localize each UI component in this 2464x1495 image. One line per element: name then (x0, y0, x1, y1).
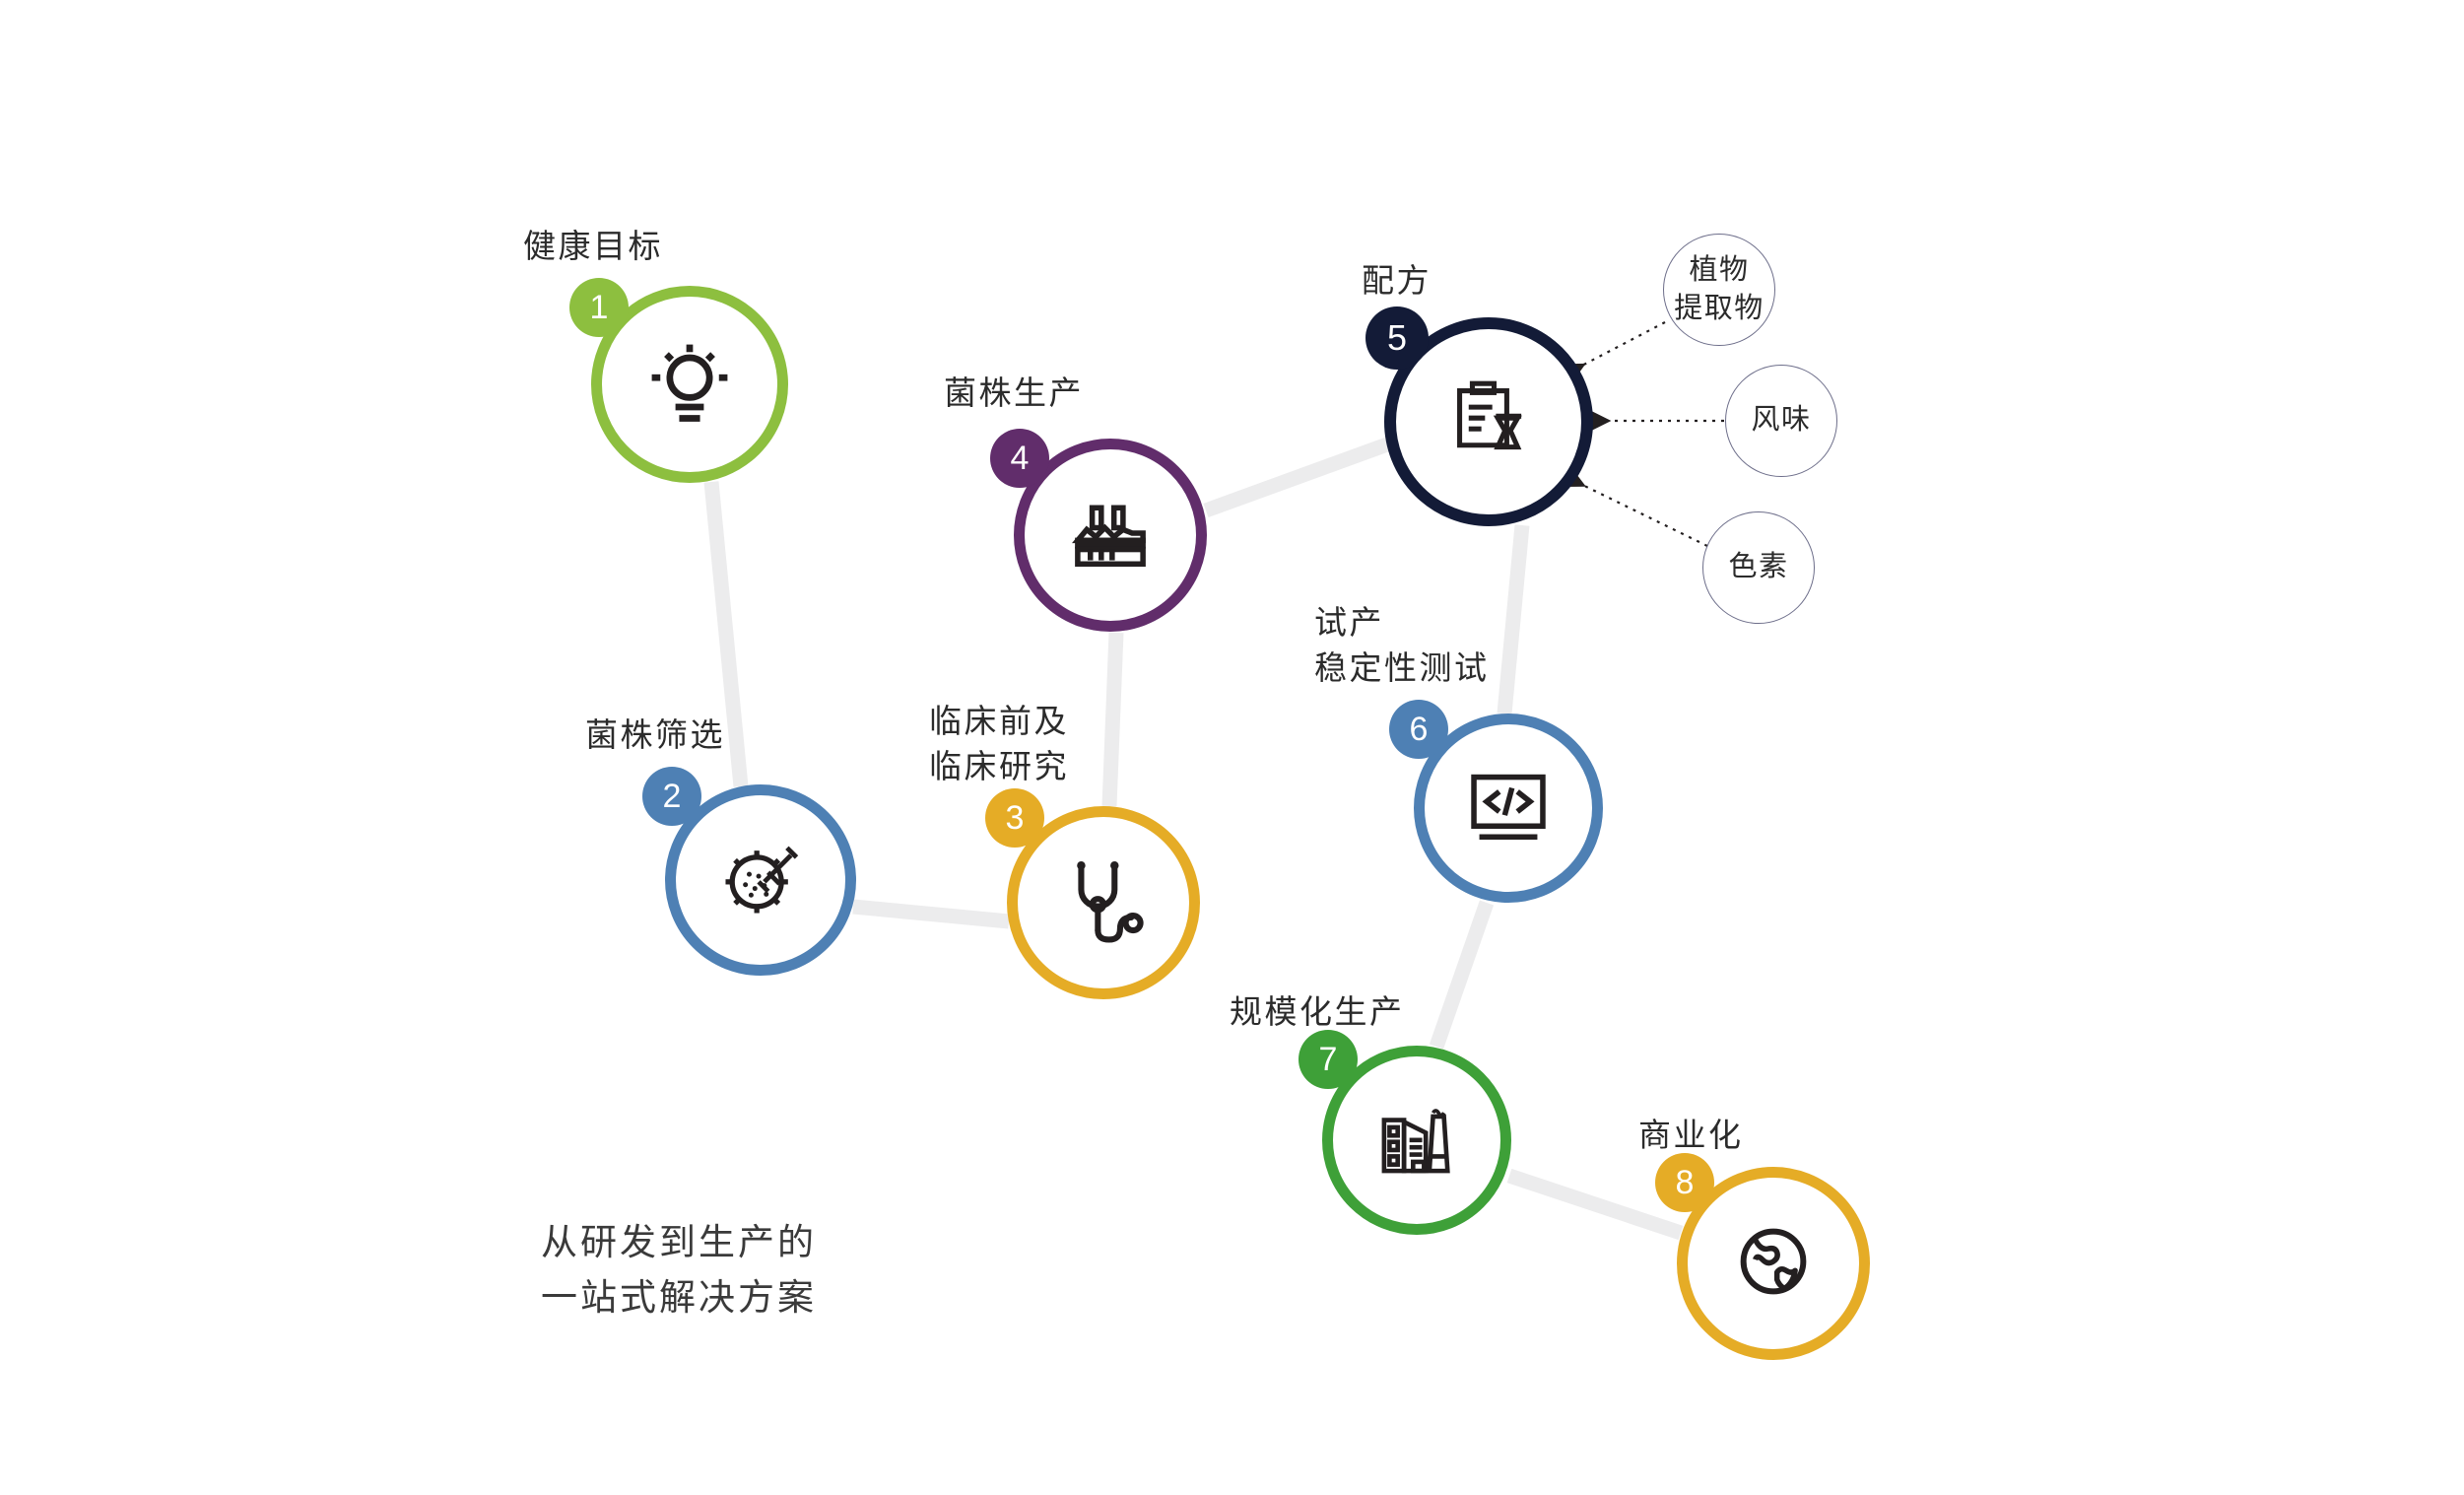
node-number-badge-5: 5 (1365, 306, 1429, 370)
clipboard-flask-icon (1443, 374, 1534, 470)
node-label-2: 菌株筛选 (585, 716, 725, 753)
connector-5-to-6 (1497, 524, 1530, 714)
connector-2-to-3 (852, 899, 1010, 929)
connector-7-to-8 (1506, 1168, 1684, 1241)
lightbulb-icon (642, 335, 737, 435)
node-label-5: 配方 (1362, 262, 1432, 299)
dotted-arrow-plant-extract-to-formula (1564, 321, 1666, 381)
process-node-7[interactable] (1322, 1046, 1511, 1235)
connector-6-to-7 (1429, 900, 1495, 1050)
process-node-5[interactable] (1384, 317, 1593, 526)
node-label-4: 菌株生产 (944, 374, 1084, 411)
dotted-arrow-pigment-to-formula (1564, 469, 1708, 547)
node-number-badge-1: 1 (569, 278, 629, 337)
ingredient-circle-1[interactable]: 植物 提取物 (1663, 234, 1775, 346)
connector-4-to-5 (1203, 437, 1390, 518)
node-label-3: 临床前及 临床研究 (929, 703, 1069, 784)
node-number-badge-3: 3 (985, 788, 1044, 848)
code-monitor-icon (1463, 761, 1554, 856)
connector-1-to-2 (703, 481, 749, 787)
factory-plant-icon (1065, 488, 1156, 583)
ingredient-circle-3[interactable]: 色素 (1702, 511, 1815, 624)
node-number-badge-2: 2 (642, 767, 701, 826)
connector-3-to-4 (1101, 632, 1124, 807)
node-number-badge-4: 4 (990, 429, 1049, 488)
factory-building-icon (1371, 1093, 1462, 1189)
node-number-badge-6: 6 (1389, 700, 1448, 759)
stethoscope-icon (1057, 854, 1150, 952)
globe-icon (1728, 1216, 1819, 1312)
node-label-1: 健康目标 (523, 228, 663, 264)
node-number-badge-7: 7 (1299, 1030, 1358, 1089)
process-node-6[interactable] (1414, 714, 1603, 903)
node-label-7: 规模化生产 (1230, 993, 1405, 1030)
diagram-caption: 从研发到生产的 一站式解决方案 (541, 1222, 817, 1319)
node-label-6: 试产 稳定性测试 (1314, 604, 1490, 686)
virus-syringe-icon (713, 831, 808, 930)
process-node-2[interactable] (665, 784, 856, 976)
ingredient-circle-2[interactable]: 风味 (1725, 365, 1837, 477)
node-label-8: 商业化 (1638, 1117, 1744, 1153)
process-node-3[interactable] (1007, 806, 1200, 999)
node-number-badge-8: 8 (1655, 1153, 1714, 1212)
